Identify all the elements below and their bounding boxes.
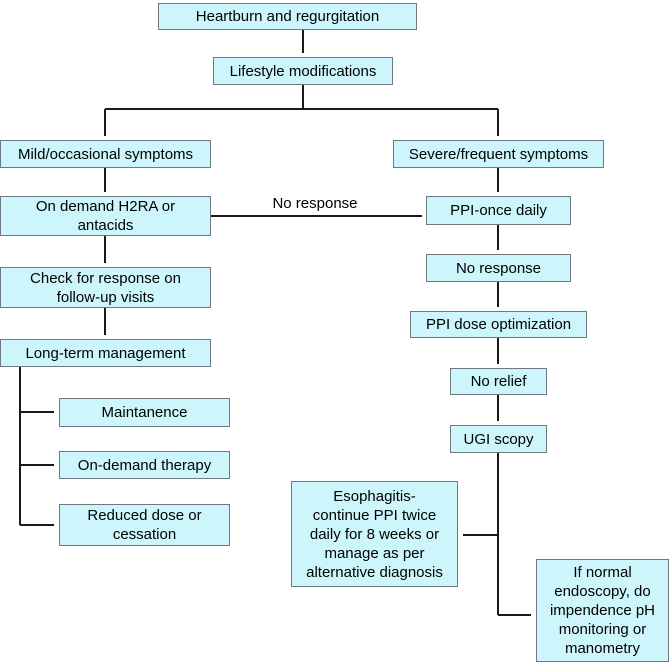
node-check-for-response: Check for response on follow-up visits	[0, 267, 211, 308]
node-severe-frequent-symptoms: Severe/frequent symptoms	[393, 140, 604, 168]
node-no-response: No response	[426, 254, 571, 282]
node-esophagitis-continue-ppi: Esophagitis- continue PPI twice daily fo…	[291, 481, 458, 587]
node-on-demand-h2ra-or-antacids: On demand H2RA or antacids	[0, 196, 211, 236]
node-maintanence: Maintanence	[59, 398, 230, 427]
node-ppi-once-daily: PPI-once daily	[426, 196, 571, 225]
node-lifestyle-modifications: Lifestyle modifications	[213, 57, 393, 85]
node-reduced-dose-or-cessation: Reduced dose or cessation	[59, 504, 230, 546]
node-on-demand-therapy: On-demand therapy	[59, 451, 230, 479]
node-ugi-scopy: UGI scopy	[450, 425, 547, 453]
node-heartburn-and-regurgitation: Heartburn and regurgitation	[158, 3, 417, 30]
node-ppi-dose-optimization: PPI dose optimization	[410, 311, 587, 338]
node-no-relief: No relief	[450, 368, 547, 395]
node-mild-occasional-symptoms: Mild/occasional symptoms	[0, 140, 211, 168]
node-if-normal-endoscopy: If normal endoscopy, do impendence pH mo…	[536, 559, 669, 662]
edge-label-no-response: No response	[272, 195, 358, 212]
node-long-term-management: Long-term management	[0, 339, 211, 367]
